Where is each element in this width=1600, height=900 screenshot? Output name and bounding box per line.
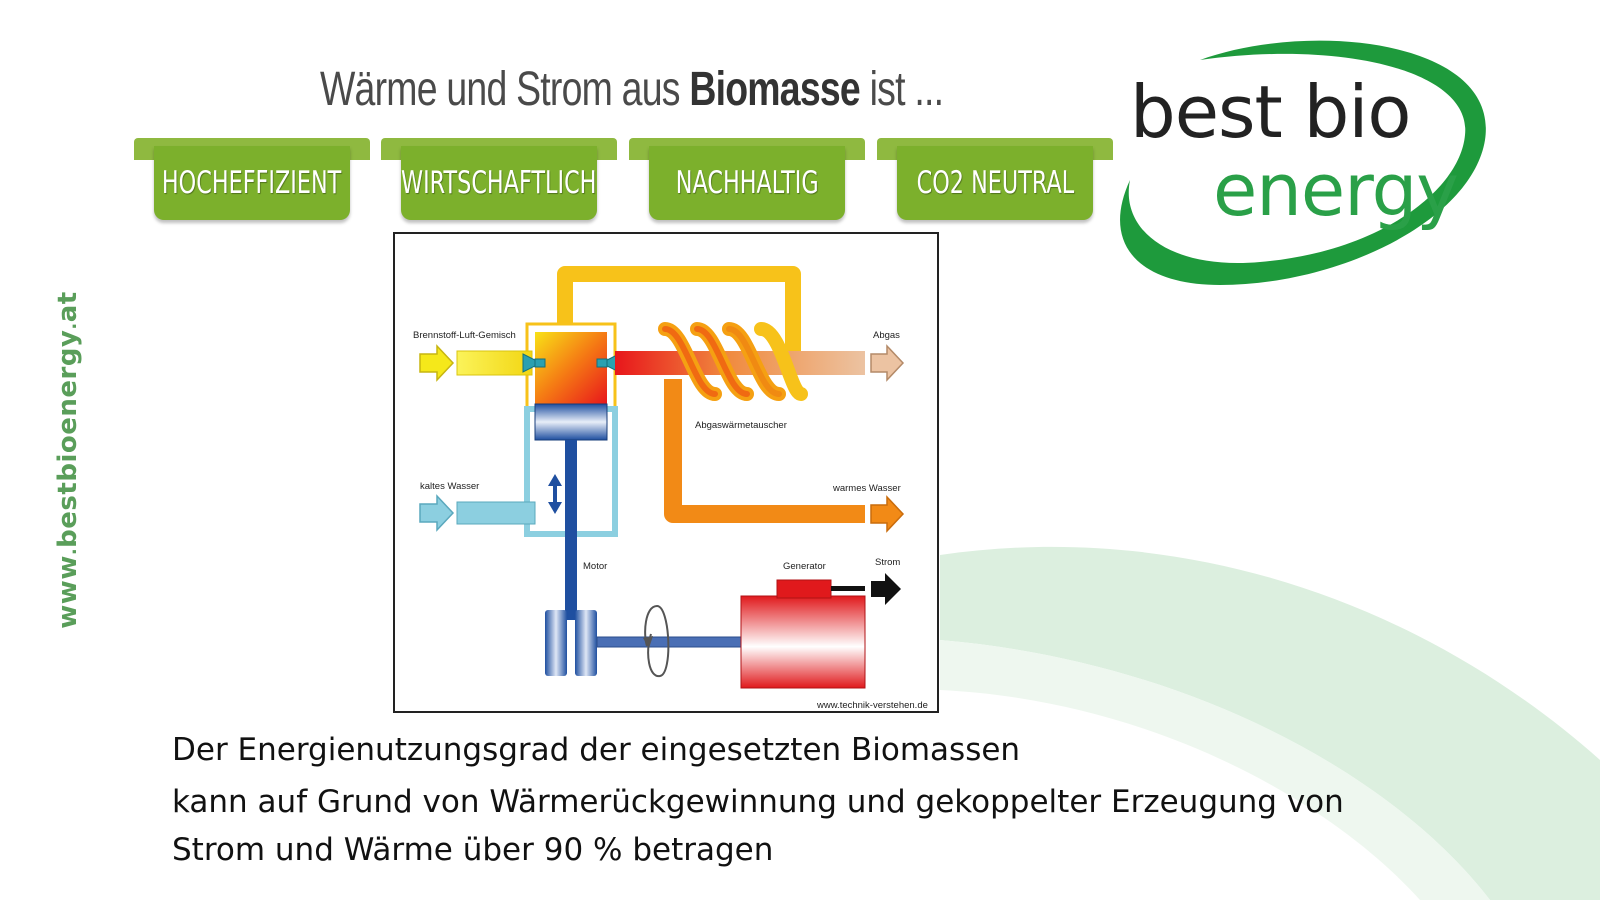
piston-motion-arrow (548, 474, 562, 514)
cold-water-arrow (419, 494, 455, 532)
rotation-arrow-icon (647, 605, 670, 677)
connecting-rod (565, 440, 577, 620)
url-name: bestbioenergy (53, 329, 83, 548)
label-fuel-mix: Brennstoff-Luft-Gemisch (413, 330, 516, 341)
ribbon-tab: CO2 NEUTRAL (897, 146, 1093, 220)
headline-part2: ist ... (859, 63, 944, 116)
url-dot: . (60, 547, 81, 556)
best-bio-energy-logo: best bio energy (1110, 30, 1500, 295)
label-motor: Motor (583, 561, 607, 572)
chp-diagram: Brennstoff-Luft-Gemisch Abgas Abgaswärme… (393, 232, 939, 713)
intake-valve (522, 353, 546, 373)
label-cold-water: kaltes Wasser (420, 481, 479, 492)
url-dot: . (60, 322, 81, 330)
fuel-inlet-arrow (419, 344, 455, 382)
caption-text: Der Energienutzungsgrad der eingesetzten… (172, 724, 1432, 876)
combustion-chamber (535, 332, 607, 404)
generator-terminal (776, 579, 832, 599)
cold-water-pipe (456, 501, 536, 525)
logo-swoosh-icon (1120, 40, 1486, 285)
piston (534, 403, 608, 441)
ribbon-tab: WIRTSCHAFTLICH (401, 146, 597, 220)
warm-water-pipe (664, 379, 865, 523)
ribbon-label: HOCHEFFIZIENT (162, 165, 342, 201)
ribbon-hocheffizient: HOCHEFFIZIENT (134, 138, 370, 220)
generator-body (740, 595, 866, 689)
ribbon-tab: NACHHALTIG (649, 146, 845, 220)
headline-part1: Wärme und Strom aus (320, 63, 690, 116)
ribbon-label: NACHHALTIG (675, 165, 819, 201)
headline-bold: Biomasse (689, 63, 860, 116)
ribbon-label: WIRTSCHAFTLICH (401, 165, 597, 201)
warm-water-arrow (870, 495, 905, 533)
fuel-pipe (456, 350, 533, 376)
hot-water-loop-pipe (557, 266, 801, 362)
ribbon-nachhaltig: NACHHALTIG (629, 138, 865, 220)
label-warm-water: warmes Wasser (832, 483, 901, 494)
caption-line-2: kann auf Grund von Wärmerückgewinnung un… (172, 784, 1344, 820)
crank-wheel-left (545, 610, 567, 676)
label-power: Strom (875, 557, 900, 568)
power-output-arrow (871, 573, 901, 605)
logo-line2: energy (1213, 148, 1459, 232)
label-heat-exchanger: Abgaswärmetauscher (695, 420, 787, 431)
crank-wheel-right (575, 610, 597, 676)
heat-exchanger-coil (658, 322, 808, 401)
url-prefix: www (53, 555, 83, 629)
exhaust-pipe (615, 351, 865, 375)
diagram-credit: www.technik-verstehen.de (816, 700, 928, 711)
ribbon-tab: HOCHEFFIZIENT (154, 146, 350, 220)
label-exhaust: Abgas (873, 330, 900, 341)
ribbon-label: CO2 NEUTRAL (916, 165, 1074, 201)
power-wire (831, 586, 865, 591)
logo-line1: best bio (1130, 70, 1411, 154)
chp-diagram-svg: Brennstoff-Luft-Gemisch Abgas Abgaswärme… (413, 266, 928, 711)
label-generator: Generator (783, 561, 826, 572)
url-suffix: at (53, 291, 83, 323)
exhaust-outlet-arrow (870, 344, 905, 382)
ribbon-wirtschaftlich: WIRTSCHAFTLICH (381, 138, 617, 220)
caption-line-3: Strom und Wärme über 90 % betragen (172, 832, 774, 868)
ribbon-co2-neutral: CO2 NEUTRAL (877, 138, 1113, 220)
website-url-vertical[interactable]: www.bestbioenergy.at (53, 291, 83, 628)
headline: Wärme und Strom aus Biomasse ist ... (320, 62, 944, 117)
caption-line-1: Der Energienutzungsgrad der eingesetzten… (172, 732, 1021, 768)
